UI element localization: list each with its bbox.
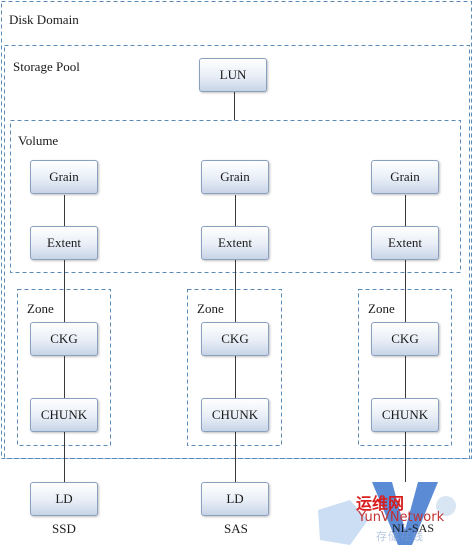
storage-pool-label: Storage Pool — [13, 59, 80, 74]
chunk-node-3[interactable]: CHUNK — [371, 398, 439, 432]
extent-node-2[interactable]: Extent — [201, 226, 269, 260]
extent-node-1[interactable]: Extent — [30, 226, 98, 260]
watermark-cn-text: 运维网 — [356, 494, 405, 513]
grain-node-2[interactable]: Grain — [201, 160, 269, 194]
storage-pool-frame — [4, 45, 470, 459]
zone-label-2: Zone — [197, 301, 224, 316]
ld-node-1[interactable]: LD — [30, 482, 98, 516]
zone-label-3: Zone — [368, 301, 395, 316]
watermark-arrow-shape — [318, 500, 368, 545]
grain-node-1[interactable]: Grain — [30, 160, 98, 194]
extent-node-3[interactable]: Extent — [371, 226, 439, 260]
ckg-node-1[interactable]: CKG — [30, 322, 98, 356]
disk-domain-frame — [1, 1, 472, 459]
watermark-sub-text: 存储在线 — [376, 530, 424, 543]
volume-label: Volume — [18, 133, 59, 148]
media-label-3: NL-SAS — [392, 521, 435, 535]
zone-frame-2 — [187, 289, 282, 446]
chunk-node-1[interactable]: CHUNK — [30, 398, 98, 432]
media-label-1: SSD — [52, 521, 76, 536]
disk-domain-label: Disk Domain — [9, 12, 79, 27]
ckg-node-3[interactable]: CKG — [371, 322, 439, 356]
chunk-node-2[interactable]: CHUNK — [201, 398, 269, 432]
watermark-en-text: YunVNetwork — [358, 510, 445, 525]
media-label-2: SAS — [224, 521, 248, 536]
lun-node[interactable]: LUN — [199, 58, 267, 92]
watermark-logo — [318, 482, 456, 545]
watermark-v-shape — [372, 482, 438, 545]
watermark-dot — [436, 496, 456, 516]
ckg-node-2[interactable]: CKG — [201, 322, 269, 356]
grain-node-3[interactable]: Grain — [371, 160, 439, 194]
ld-node-2[interactable]: LD — [201, 482, 269, 516]
zone-label-1: Zone — [27, 301, 54, 316]
